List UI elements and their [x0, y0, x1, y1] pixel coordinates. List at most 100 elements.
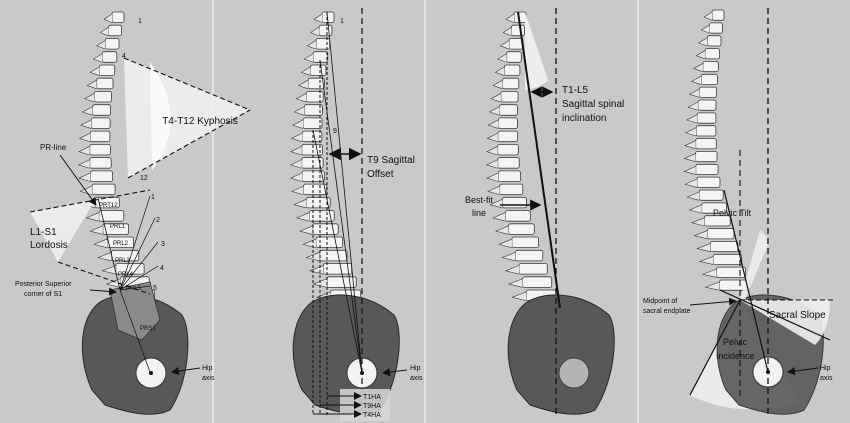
midpoint-arrow — [689, 297, 737, 306]
vertebra-body — [303, 183, 328, 196]
spinous-process — [293, 199, 307, 209]
ha-label: T9HA — [363, 403, 381, 410]
spinous-process — [81, 106, 93, 116]
vertebra-body — [696, 176, 721, 188]
sacral-endplate-line — [719, 289, 831, 341]
vertebra-body — [92, 104, 111, 116]
vertebra-body — [497, 157, 520, 169]
pelvic-tilt-sector — [740, 230, 770, 300]
vertebra-body — [111, 11, 125, 24]
spinous-process — [684, 140, 696, 150]
lumbar-number: 1 — [151, 194, 155, 201]
vertebra-body — [310, 64, 327, 77]
vertebra-body — [508, 38, 524, 50]
t4-hip-line — [319, 59, 363, 374]
vertebra-body — [497, 170, 521, 182]
spinous-process — [78, 132, 91, 143]
hip-axis-label: axis — [820, 375, 833, 382]
vertebra-body — [522, 276, 553, 288]
vertebra-body — [704, 215, 731, 227]
hip-axis-label: Hip — [820, 365, 831, 372]
vertebra-body — [319, 249, 348, 262]
vertebra-body — [504, 64, 521, 77]
spinous-process — [492, 79, 503, 90]
spinous-process — [313, 13, 323, 23]
pr-line — [119, 289, 151, 373]
kyphosis-arc — [150, 62, 171, 170]
ha-label: T4HA — [363, 412, 381, 419]
lordosis-label: Lordosis — [30, 240, 68, 251]
spinous-process — [290, 185, 304, 196]
pr-line — [97, 197, 121, 291]
spinous-process — [485, 146, 498, 156]
vertebra-body — [695, 125, 717, 137]
spinous-process — [511, 291, 527, 301]
pr-label: PRT12 — [99, 203, 118, 209]
vertebra-body — [709, 22, 723, 34]
vertebra-body — [89, 143, 111, 156]
spinous-process — [295, 93, 307, 103]
posterior-corner-arrow — [89, 287, 117, 296]
spinous-process — [485, 159, 498, 169]
spinous-process — [299, 225, 313, 235]
spinous-process — [690, 76, 702, 85]
vertebra-body — [312, 223, 339, 235]
midpoint-label: Midpoint of — [643, 298, 677, 305]
sacral-slope-label: Sacral Slope — [769, 310, 826, 321]
vertebra-number: 9 — [333, 128, 337, 135]
pr-label: PRL5 — [126, 286, 142, 292]
hip-axis-arrow — [171, 367, 201, 375]
vertebra-body — [518, 263, 548, 275]
vertebra-body — [318, 24, 333, 37]
spine-column — [485, 11, 557, 302]
spinous-process — [289, 172, 303, 182]
vertebra-body — [89, 157, 112, 169]
posterior-corner-label: Posterior Superior — [15, 281, 72, 288]
vertebra-body — [504, 210, 531, 222]
spinous-process — [290, 146, 302, 156]
spinous-process — [695, 50, 706, 60]
vertebra-body — [90, 117, 111, 129]
pelvic-tilt-label: Pelvic Tilt — [713, 208, 752, 218]
spinous-process — [77, 159, 90, 169]
hip-axis-label: axis — [410, 375, 423, 382]
pelvic-tilt-line — [723, 189, 769, 373]
hip-axis-arrow — [382, 368, 408, 377]
spinous-process — [703, 11, 713, 21]
spinous-process — [83, 93, 95, 103]
panel-spinal-inclination: T1-L5 Sagittal spinal inclination Best-f… — [465, 8, 624, 415]
vertebra-body — [104, 38, 120, 50]
spinous-process — [497, 53, 507, 63]
spinous-process — [698, 256, 714, 265]
vertebra-body — [704, 48, 721, 60]
vertebra-body — [502, 77, 520, 90]
spinous-process — [487, 119, 499, 129]
vertebra-body — [699, 86, 717, 98]
vertebra-body — [302, 117, 323, 129]
spinous-process — [80, 119, 92, 129]
spinous-process — [507, 278, 523, 288]
kyphosis-line-t4 — [123, 57, 251, 111]
spinous-process — [683, 153, 696, 162]
pr-line-arrow — [59, 154, 97, 206]
spinous-process — [488, 106, 500, 116]
spinous-process — [490, 93, 502, 103]
vertebra-body — [702, 61, 719, 73]
offset-label: Offset — [367, 169, 394, 180]
spine-column — [77, 11, 155, 302]
panel-kyphosis-lordosis: T4-T12 Kyphosis 1 4 12 1 2 3 4 5 PRT12 P… — [15, 11, 251, 415]
spinous-process — [684, 127, 697, 137]
spinous-process — [85, 212, 100, 222]
spinous-process — [690, 217, 705, 227]
hip-axis-label: Hip — [410, 365, 421, 372]
spinous-process — [105, 278, 121, 288]
spine-column — [683, 9, 750, 291]
spinous-process — [79, 185, 93, 196]
vertebra-body — [301, 143, 323, 156]
spinous-process — [296, 212, 310, 222]
spinous-process — [485, 172, 499, 182]
kyphosis-label: T4-T12 Kyphosis — [162, 116, 238, 127]
spinous-process — [303, 53, 314, 63]
vertebra-body — [315, 38, 331, 50]
spinous-process — [504, 265, 520, 275]
